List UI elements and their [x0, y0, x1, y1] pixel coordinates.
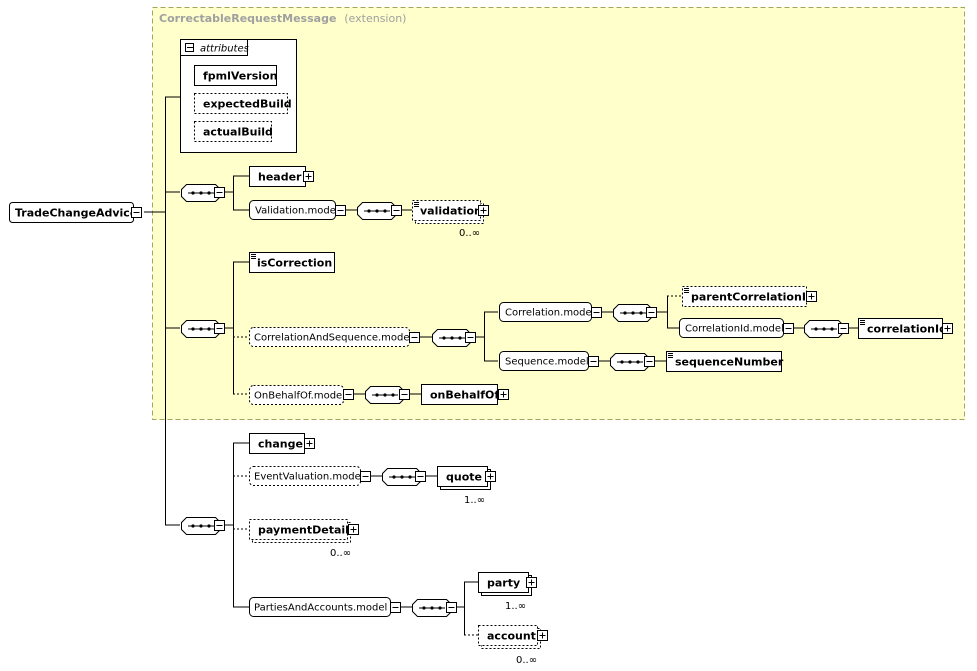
element-label: change [258, 438, 303, 451]
group-label: Validation.model [255, 206, 339, 217]
expand-icon[interactable] [806, 291, 817, 302]
cardinality-label: 1..∞ [464, 495, 485, 506]
root-element[interactable]: TradeChangeAdvice [9, 202, 142, 223]
attribute-label: expectedBuild [203, 98, 292, 111]
text-content-icon [251, 254, 256, 259]
group-label: Sequence.model [505, 357, 589, 368]
element-paymentdetails[interactable]: paymentDetails 0..∞ [249, 519, 359, 560]
extension-title: CorrectableRequestMessage [159, 12, 336, 25]
element-account[interactable]: account 0..∞ [478, 625, 548, 667]
element-party[interactable]: party 1..∞ [478, 572, 537, 613]
group-validation-model[interactable]: Validation.model [249, 200, 346, 220]
collapse-icon[interactable] [591, 307, 602, 318]
element-label: parentCorrelationId [691, 291, 814, 304]
sequence-compositor-2[interactable] [181, 320, 225, 338]
attribute-expectedbuild[interactable] [194, 93, 288, 114]
element-correlationid[interactable]: correlationId [858, 318, 953, 339]
sequence-compositor-validation[interactable] [357, 202, 402, 220]
text-content-icon [668, 353, 673, 358]
group-label: CorrelationId.model [685, 324, 784, 335]
connector-lines [144, 96, 858, 636]
group-correlation-and-sequence-model[interactable]: CorrelationAndSequence.model [249, 327, 420, 347]
element-label: party [487, 577, 520, 590]
group-label: PartiesAndAccounts.model [254, 603, 387, 614]
expand-icon[interactable] [303, 171, 314, 182]
element-quote[interactable]: quote 1..∞ [437, 466, 496, 507]
attributes-group: attributes fpmlVersion expectedBuild act… [180, 39, 297, 153]
group-parties-and-accounts-model[interactable]: PartiesAndAccounts.model [249, 597, 401, 617]
sequence-compositor-correlation[interactable] [613, 304, 657, 322]
sequence-compositor-sequence[interactable] [610, 353, 655, 371]
group-label: CorrelationAndSequence.model [254, 333, 412, 344]
sequence-compositor-on-behalf-of[interactable] [365, 386, 410, 404]
element-label: validation [420, 205, 482, 218]
element-label: onBehalfOf [430, 389, 499, 402]
attributes-title: attributes [200, 44, 249, 55]
group-label: EventValuation.model [254, 472, 364, 483]
element-label: paymentDetails [258, 524, 356, 537]
element-sequencenumber[interactable]: sequenceNumber [666, 351, 784, 372]
collapse-icon[interactable] [335, 205, 346, 216]
collapse-icon[interactable] [343, 389, 354, 400]
expand-icon[interactable] [304, 438, 315, 449]
sequence-compositor-parties-and-accounts[interactable] [412, 599, 457, 617]
element-change[interactable]: change [249, 433, 315, 454]
element-validation[interactable]: validation 0..∞ [412, 200, 489, 240]
element-onbehalfof[interactable]: onBehalfOf [421, 384, 509, 405]
collapse-icon[interactable] [390, 602, 401, 613]
element-iscorrection[interactable]: isCorrection [249, 252, 335, 273]
collapse-icon[interactable] [409, 332, 420, 343]
group-correlationid-model[interactable]: CorrelationId.model [679, 318, 794, 338]
group-label: OnBehalfOf.model [254, 391, 345, 402]
expand-icon[interactable] [478, 205, 489, 216]
expand-icon[interactable] [348, 524, 359, 535]
extension-suffix: (extension) [344, 12, 406, 25]
sequence-compositor-event-valuation[interactable] [382, 468, 426, 486]
attribute-fpmlversion[interactable] [194, 65, 277, 86]
element-label: account [487, 630, 536, 643]
collapse-icon[interactable] [783, 323, 794, 334]
text-content-icon [684, 288, 689, 293]
cardinality-label: 0..∞ [516, 655, 537, 666]
expand-icon[interactable] [526, 577, 537, 588]
cardinality-label: 0..∞ [459, 228, 480, 239]
text-content-icon [860, 320, 865, 325]
svg-text:CorrectableRequestMessage: CorrectableRequestMessage (extension) [159, 12, 406, 25]
sequence-compositor-3[interactable] [181, 517, 225, 535]
group-on-behalf-of-model[interactable]: OnBehalfOf.model [249, 385, 354, 405]
element-label: header [258, 171, 302, 184]
text-content-icon [414, 202, 419, 207]
attribute-label: actualBuild [203, 126, 273, 139]
element-parentcorrelationid[interactable]: parentCorrelationId [682, 286, 817, 307]
group-label: Correlation.model [505, 308, 594, 319]
cardinality-label: 0..∞ [330, 548, 351, 559]
attribute-actualbuild[interactable] [194, 121, 272, 142]
group-sequence-model[interactable]: Sequence.model [499, 351, 599, 371]
element-label: isCorrection [257, 257, 332, 270]
expand-icon[interactable] [537, 630, 548, 641]
attribute-label: fpmlVersion [203, 70, 277, 83]
element-header[interactable]: header [249, 166, 314, 187]
root-label: TradeChangeAdvice [15, 207, 137, 220]
group-event-valuation-model[interactable]: EventValuation.model [249, 466, 371, 486]
element-label: correlationId [867, 323, 947, 336]
group-correlation-model[interactable]: Correlation.model [499, 302, 602, 322]
element-label: quote [446, 471, 482, 484]
expand-icon[interactable] [498, 389, 509, 400]
cardinality-label: 1..∞ [505, 601, 526, 612]
element-label: sequenceNumber [675, 356, 784, 369]
collapse-icon[interactable] [588, 356, 599, 367]
sequence-compositor-correlation-and-sequence[interactable] [432, 329, 476, 347]
sequence-compositor-1[interactable] [181, 184, 225, 202]
collapse-icon[interactable] [360, 471, 371, 482]
sequence-compositor-correlation-id[interactable] [804, 320, 849, 338]
collapse-icon[interactable] [131, 207, 142, 218]
expand-icon[interactable] [485, 471, 496, 482]
expand-icon[interactable] [942, 323, 953, 334]
